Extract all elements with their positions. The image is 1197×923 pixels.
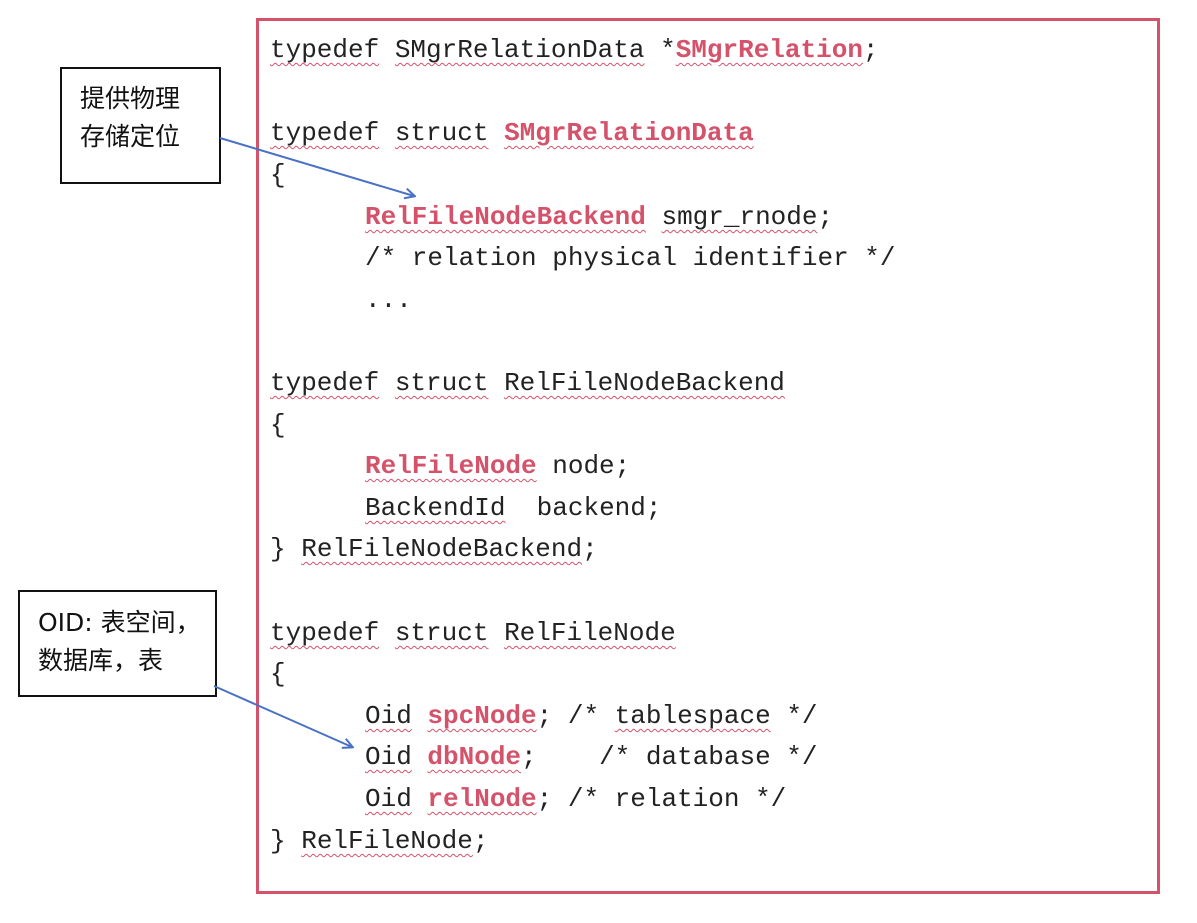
code-line-typedef-smgrrelation: typedef SMgrRelationData *SMgrRelation; <box>270 35 879 65</box>
callout-physical-storage-line1: 提供物理 <box>80 84 181 113</box>
code-line-struct-relfilenode: typedef struct RelFileNode <box>270 618 676 648</box>
code-line-spcnode: Oid spcNode; /* tablespace */ <box>365 701 818 731</box>
code-line-backend: BackendId backend; <box>365 493 662 523</box>
code-line-open-brace: { <box>270 410 286 440</box>
callout-oid: OID: 表空间， 数据库，表 <box>18 590 217 697</box>
callout-physical-storage-line2: 存储定位 <box>80 122 181 151</box>
code-line-relnode: Oid relNode; /* relation */ <box>365 784 787 814</box>
code-line-dbnode: Oid dbNode; /* database */ <box>365 742 818 772</box>
callout-oid-line2: 数据库，表 <box>38 646 164 675</box>
code-line-node: RelFileNode node; <box>365 451 631 481</box>
code-line-close-relfilenode: } RelFileNode; <box>270 826 489 856</box>
callout-oid-line1: OID: 表空间， <box>38 608 201 637</box>
code-panel <box>256 18 1160 894</box>
code-line-comment-physical: /* relation physical identifier */ <box>365 243 896 273</box>
code-line-smgr-rnode: RelFileNodeBackend smgr_rnode; <box>365 202 834 232</box>
code-line-ellipsis: ... <box>365 285 412 315</box>
code-line-open-brace: { <box>270 160 286 190</box>
code-line-close-relfilenodebackend: } RelFileNodeBackend; <box>270 534 598 564</box>
code-line-struct-smgrrelationdata: typedef struct SMgrRelationData <box>270 118 754 148</box>
callout-physical-storage: 提供物理 存储定位 <box>60 67 221 184</box>
code-line-struct-relfilenodebackend: typedef struct RelFileNodeBackend <box>270 368 785 398</box>
code-line-open-brace: { <box>270 659 286 689</box>
